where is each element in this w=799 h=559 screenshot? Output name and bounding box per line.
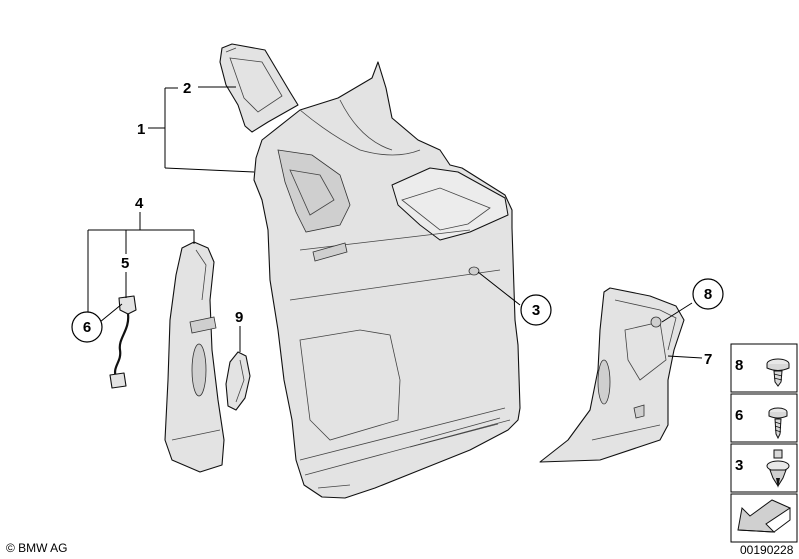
label-5: 5	[121, 255, 129, 272]
svg-text:2: 2	[183, 80, 191, 97]
legend-label-6: 6	[735, 407, 743, 424]
svg-text:8: 8	[704, 286, 712, 303]
part-5-cable-clip[interactable]	[109, 295, 137, 389]
callout-8: 8	[692, 278, 724, 310]
legend-box-6	[730, 393, 798, 443]
screw-8-icon	[766, 358, 790, 387]
svg-text:6: 6	[83, 319, 91, 336]
leader-lines	[87, 86, 703, 359]
legend-label-8: 8	[735, 357, 743, 374]
part-4-left-pillar-trim[interactable]	[164, 241, 225, 473]
label-7: 7	[704, 351, 712, 368]
copyright-text: © BMW AG	[6, 541, 68, 555]
callout-6: 6	[71, 311, 103, 343]
label-4: 4	[135, 195, 144, 212]
part-2-top-cover[interactable]	[219, 43, 299, 133]
svg-text:3: 3	[532, 302, 540, 319]
diagram-number: 00190228	[740, 543, 794, 557]
callout-3: 3	[520, 294, 552, 326]
part-9-round-cover[interactable]	[225, 351, 251, 411]
part-1-main-trim-panel[interactable]	[253, 61, 521, 499]
label-9: 9	[235, 309, 243, 326]
svg-text:5: 5	[121, 255, 129, 272]
svg-text:7: 7	[704, 351, 712, 368]
legend-label-3: 3	[735, 457, 743, 474]
direction-arrow-icon	[737, 499, 792, 533]
clip-3-icon	[766, 449, 790, 488]
svg-text:9: 9	[235, 309, 243, 326]
label-1: 1	[137, 121, 145, 138]
part-7-right-side-trim[interactable]	[539, 287, 685, 463]
svg-text:1: 1	[137, 121, 145, 138]
label-2: 2	[183, 80, 191, 97]
screw-6-icon	[768, 407, 788, 440]
fastener-legend: 8 6 3	[730, 343, 798, 543]
svg-text:4: 4	[135, 195, 144, 212]
